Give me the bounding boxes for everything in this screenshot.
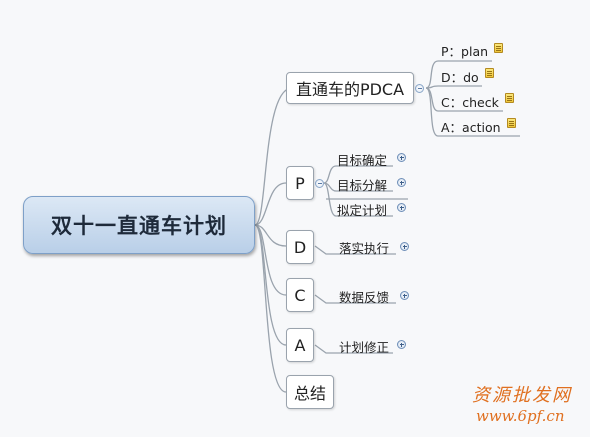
c-item-data-feedback[interactable]: 数据反馈 [339, 287, 389, 306]
branch-p[interactable]: P [286, 166, 314, 200]
expand-icon[interactable] [400, 242, 409, 251]
p-item-goal-setting-label: 目标确定 [337, 153, 388, 168]
expand-icon[interactable] [400, 291, 409, 300]
expand-icon[interactable] [397, 178, 406, 187]
pdca-item-check-label: C：check [441, 95, 499, 110]
p-item-goal-breakdown[interactable]: 目标分解 [337, 175, 387, 194]
note-icon[interactable] [507, 118, 516, 128]
watermark-title: 资源批发网 [472, 381, 572, 407]
branch-a-label: A [294, 335, 306, 355]
pdca-item-check[interactable]: C：check [441, 92, 499, 111]
root-topic-label: 双十一直通车计划 [51, 214, 227, 238]
p-item-draft-plan[interactable]: 拟定计划 [337, 200, 387, 219]
watermark-line2: www.6pf.cn [476, 407, 565, 425]
note-icon[interactable] [485, 68, 494, 78]
pdca-item-plan-label: P：plan [441, 44, 489, 59]
pdca-item-action-label: A：action [441, 120, 501, 135]
p-item-goal-breakdown-label: 目标分解 [337, 178, 388, 193]
expand-icon[interactable] [397, 340, 406, 349]
branch-d[interactable]: D [286, 230, 314, 264]
p-item-goal-setting[interactable]: 目标确定 [337, 150, 387, 169]
branch-summary-label: 总结 [293, 384, 326, 403]
branch-c-label: C [294, 285, 306, 305]
branch-a[interactable]: A [286, 328, 314, 362]
branch-p-label: P [295, 173, 305, 193]
expand-icon[interactable] [397, 203, 406, 212]
collapse-icon[interactable] [415, 84, 424, 93]
pdca-item-do[interactable]: D：do [441, 67, 479, 86]
root-topic[interactable]: 双十一直通车计划 [23, 196, 255, 254]
c-item-data-feedback-label: 数据反馈 [339, 290, 390, 305]
note-icon[interactable] [494, 43, 503, 53]
pdca-item-action[interactable]: A：action [441, 117, 501, 136]
d-item-execute-label: 落实执行 [339, 241, 390, 256]
branch-summary[interactable]: 总结 [286, 375, 334, 409]
pdca-item-do-label: D：do [441, 70, 479, 85]
note-icon[interactable] [505, 93, 514, 103]
branch-pdca-label: 直通车的PDCA [295, 80, 405, 99]
branch-c[interactable]: C [286, 278, 314, 312]
a-item-plan-revision[interactable]: 计划修正 [339, 337, 389, 356]
branch-pdca[interactable]: 直通车的PDCA [286, 72, 414, 104]
pdca-item-plan[interactable]: P：plan [441, 41, 488, 60]
d-item-execute[interactable]: 落实执行 [339, 238, 389, 257]
expand-icon[interactable] [397, 153, 406, 162]
collapse-icon[interactable] [315, 179, 324, 188]
p-item-draft-plan-label: 拟定计划 [337, 203, 388, 218]
watermark-url: www.6pf.cn [476, 407, 565, 425]
watermark-line1: 资源批发网 [472, 385, 572, 406]
a-item-plan-revision-label: 计划修正 [339, 340, 390, 355]
branch-d-label: D [293, 237, 307, 257]
